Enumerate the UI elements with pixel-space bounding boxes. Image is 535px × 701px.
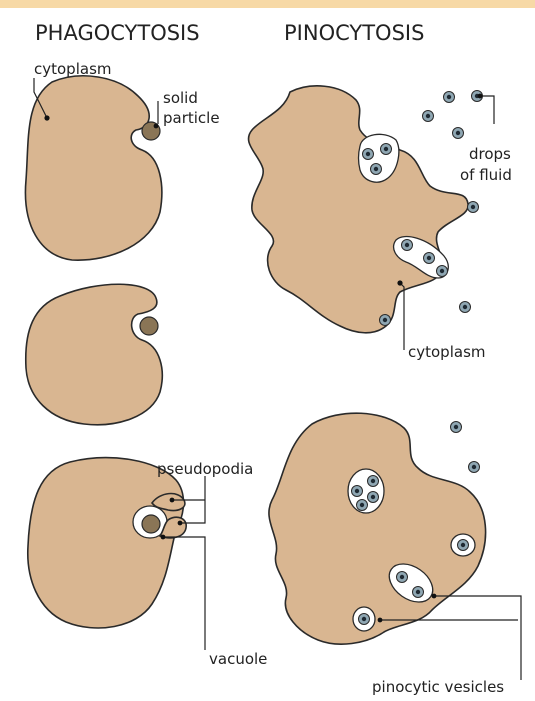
pino-cell-1 — [249, 86, 469, 333]
phago-cell-3 — [28, 458, 184, 628]
phago-cell-2 — [26, 284, 162, 425]
engulfed-particle — [142, 515, 160, 533]
pino-cell-2 — [269, 413, 486, 644]
label-solid: solid — [163, 89, 198, 107]
label-vacuole: vacuole — [209, 650, 267, 668]
solid-particle-2 — [140, 317, 158, 335]
label-of-fluid: of fluid — [460, 166, 512, 184]
label-pseudopodia: pseudopodia — [157, 460, 253, 478]
title-pinocytosis: PINOCYTOSIS — [284, 21, 424, 45]
label-pinocytic-vesicles: pinocytic vesicles — [372, 678, 504, 696]
label-cytoplasm-left: cytoplasm — [34, 60, 112, 78]
title-phagocytosis: PHAGOCYTOSIS — [35, 21, 200, 45]
label-cytoplasm-right: cytoplasm — [408, 343, 486, 361]
label-drops: drops — [469, 145, 511, 163]
label-particle: particle — [163, 109, 220, 127]
phago-cell-1 — [25, 76, 161, 260]
